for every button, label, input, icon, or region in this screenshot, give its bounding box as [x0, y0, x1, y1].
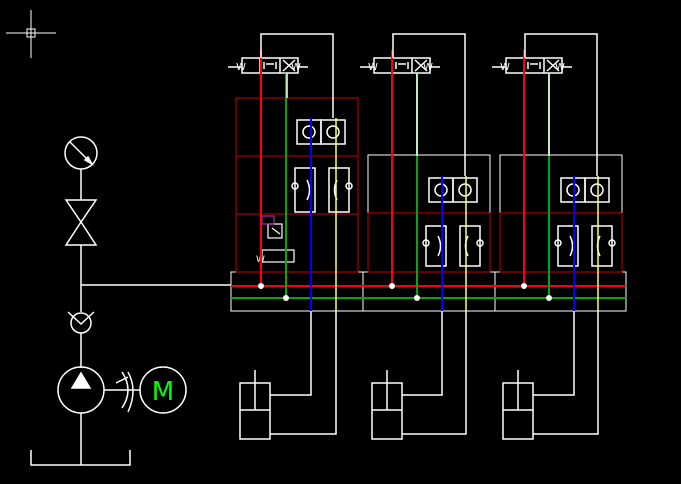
- crosshair-cursor-icon: [6, 10, 56, 58]
- pilot-check-3: [560, 177, 610, 203]
- reducing-valve-1: [261, 223, 295, 263]
- spring-label: W: [368, 62, 378, 73]
- hydraulic-pump: [57, 366, 140, 465]
- spring-label: W: [236, 62, 246, 73]
- pilot-check-2: [428, 177, 478, 203]
- spring-label: W: [500, 62, 510, 73]
- motor-label: M: [152, 377, 174, 407]
- stack-outline-1: [235, 97, 359, 273]
- hydraulic-cylinder-2: [371, 311, 467, 440]
- valve-station-1: W W W: [228, 33, 359, 311]
- manifold-base: [230, 271, 627, 312]
- pressure-gauge: [64, 136, 98, 170]
- check-valve: [67, 311, 95, 368]
- hydraulic-cylinder-1: [239, 311, 337, 440]
- spring-label: W: [555, 62, 565, 73]
- valve-station-3: W W: [492, 33, 623, 311]
- spring-label: W: [423, 62, 433, 73]
- flow-control-2: [422, 225, 484, 267]
- manifold-galleries: [231, 285, 626, 299]
- oil-tank: [30, 450, 131, 466]
- spring-label: W: [291, 62, 301, 73]
- flow-control-1: [291, 167, 353, 213]
- electric-motor: M: [139, 366, 187, 414]
- hydraulic-cylinder-3: [502, 311, 599, 440]
- flow-control-3: [554, 225, 616, 267]
- shutoff-valve: [64, 169, 98, 312]
- pilot-check-1: [296, 119, 346, 145]
- valve-station-2: W W: [360, 33, 491, 311]
